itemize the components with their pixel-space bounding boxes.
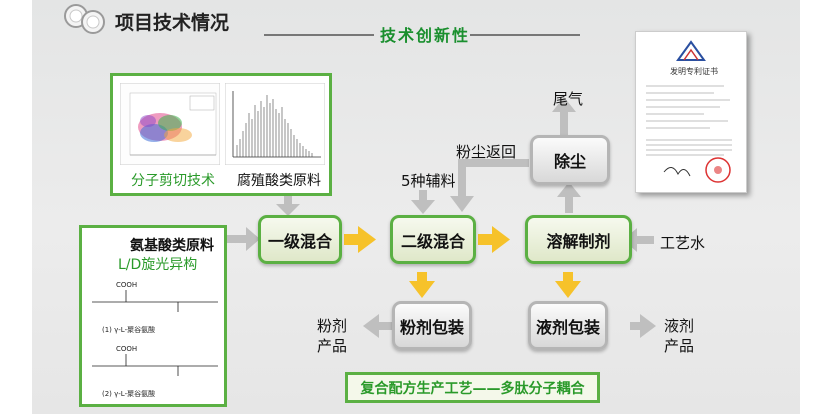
spectrum-plot-icon <box>225 83 325 165</box>
liquid-product-label-2: 产品 <box>664 337 695 355</box>
caption-humic-material: 腐殖酸类原料 <box>237 173 321 189</box>
dust-return-label: 粉尘返回 <box>456 143 517 161</box>
tail-gas-label: 尾气 <box>553 90 584 108</box>
struct1-caption: (1) γ-L-聚谷氨酸 <box>102 325 155 334</box>
struct2-caption: (2) γ-L-聚谷氨酸 <box>102 389 155 398</box>
page-title: 项目技术情况 <box>115 12 230 34</box>
flow-arrows <box>226 97 656 338</box>
powder-pack-box: 粉剂包装 <box>392 301 472 350</box>
powder-product-label-1: 粉剂 <box>317 317 348 335</box>
certificate-title: 发明专利证书 <box>670 67 718 76</box>
liquid-pack-box: 液剂包装 <box>528 301 608 350</box>
dissolve-box: 溶解制剂 <box>525 215 632 264</box>
arrow-dust-return <box>458 159 529 198</box>
molecular-scatter-plot-icon <box>120 83 220 165</box>
liquid-product-label-1: 液剂 <box>664 317 695 335</box>
mix2-box: 二级混合 <box>390 215 476 264</box>
certificate-body <box>646 85 732 183</box>
section-subtitle: 技术创新性 <box>380 26 471 45</box>
optical-isomer-label: L/D旋光异构 <box>118 257 198 273</box>
logo-circles-icon <box>64 4 105 34</box>
powder-product-label-2: 产品 <box>317 337 348 355</box>
title-divider-right <box>470 34 580 36</box>
patent-emblem-icon <box>676 40 706 61</box>
caption-molecular-shear: 分子剪切技术 <box>131 173 215 189</box>
mix1-box: 一级混合 <box>258 215 342 264</box>
process-water-label: 工艺水 <box>660 234 706 252</box>
auxiliary-label: 5种辅料 <box>401 172 456 190</box>
footer-caption-box: 复合配方生产工艺——多肽分子耦合 <box>345 372 600 403</box>
struct1-group: COOH <box>116 281 137 289</box>
structure-formulas: COOH COOH (1) γ-L-聚谷氨酸 (2) γ-L-聚谷氨酸 <box>92 281 218 398</box>
dust-removal-box: 除尘 <box>530 135 610 185</box>
struct2-group: COOH <box>116 345 137 353</box>
footer-caption: 复合配方生产工艺——多肽分子耦合 <box>360 380 585 397</box>
technology-panel: 分子剪切技术 腐殖酸类原料 <box>110 73 332 196</box>
slide: 项目技术情况 技术创新性 <box>32 0 800 414</box>
amino-acid-panel: 氨基酸类原料 L/D旋光异构 COOH COOH (1) γ-L-聚谷氨酸 (2… <box>79 225 227 407</box>
title-divider-left <box>264 34 374 36</box>
patent-certificate: 发明专利证书 <box>635 31 747 193</box>
amino-acid-title: 氨基酸类原料 <box>130 238 214 254</box>
